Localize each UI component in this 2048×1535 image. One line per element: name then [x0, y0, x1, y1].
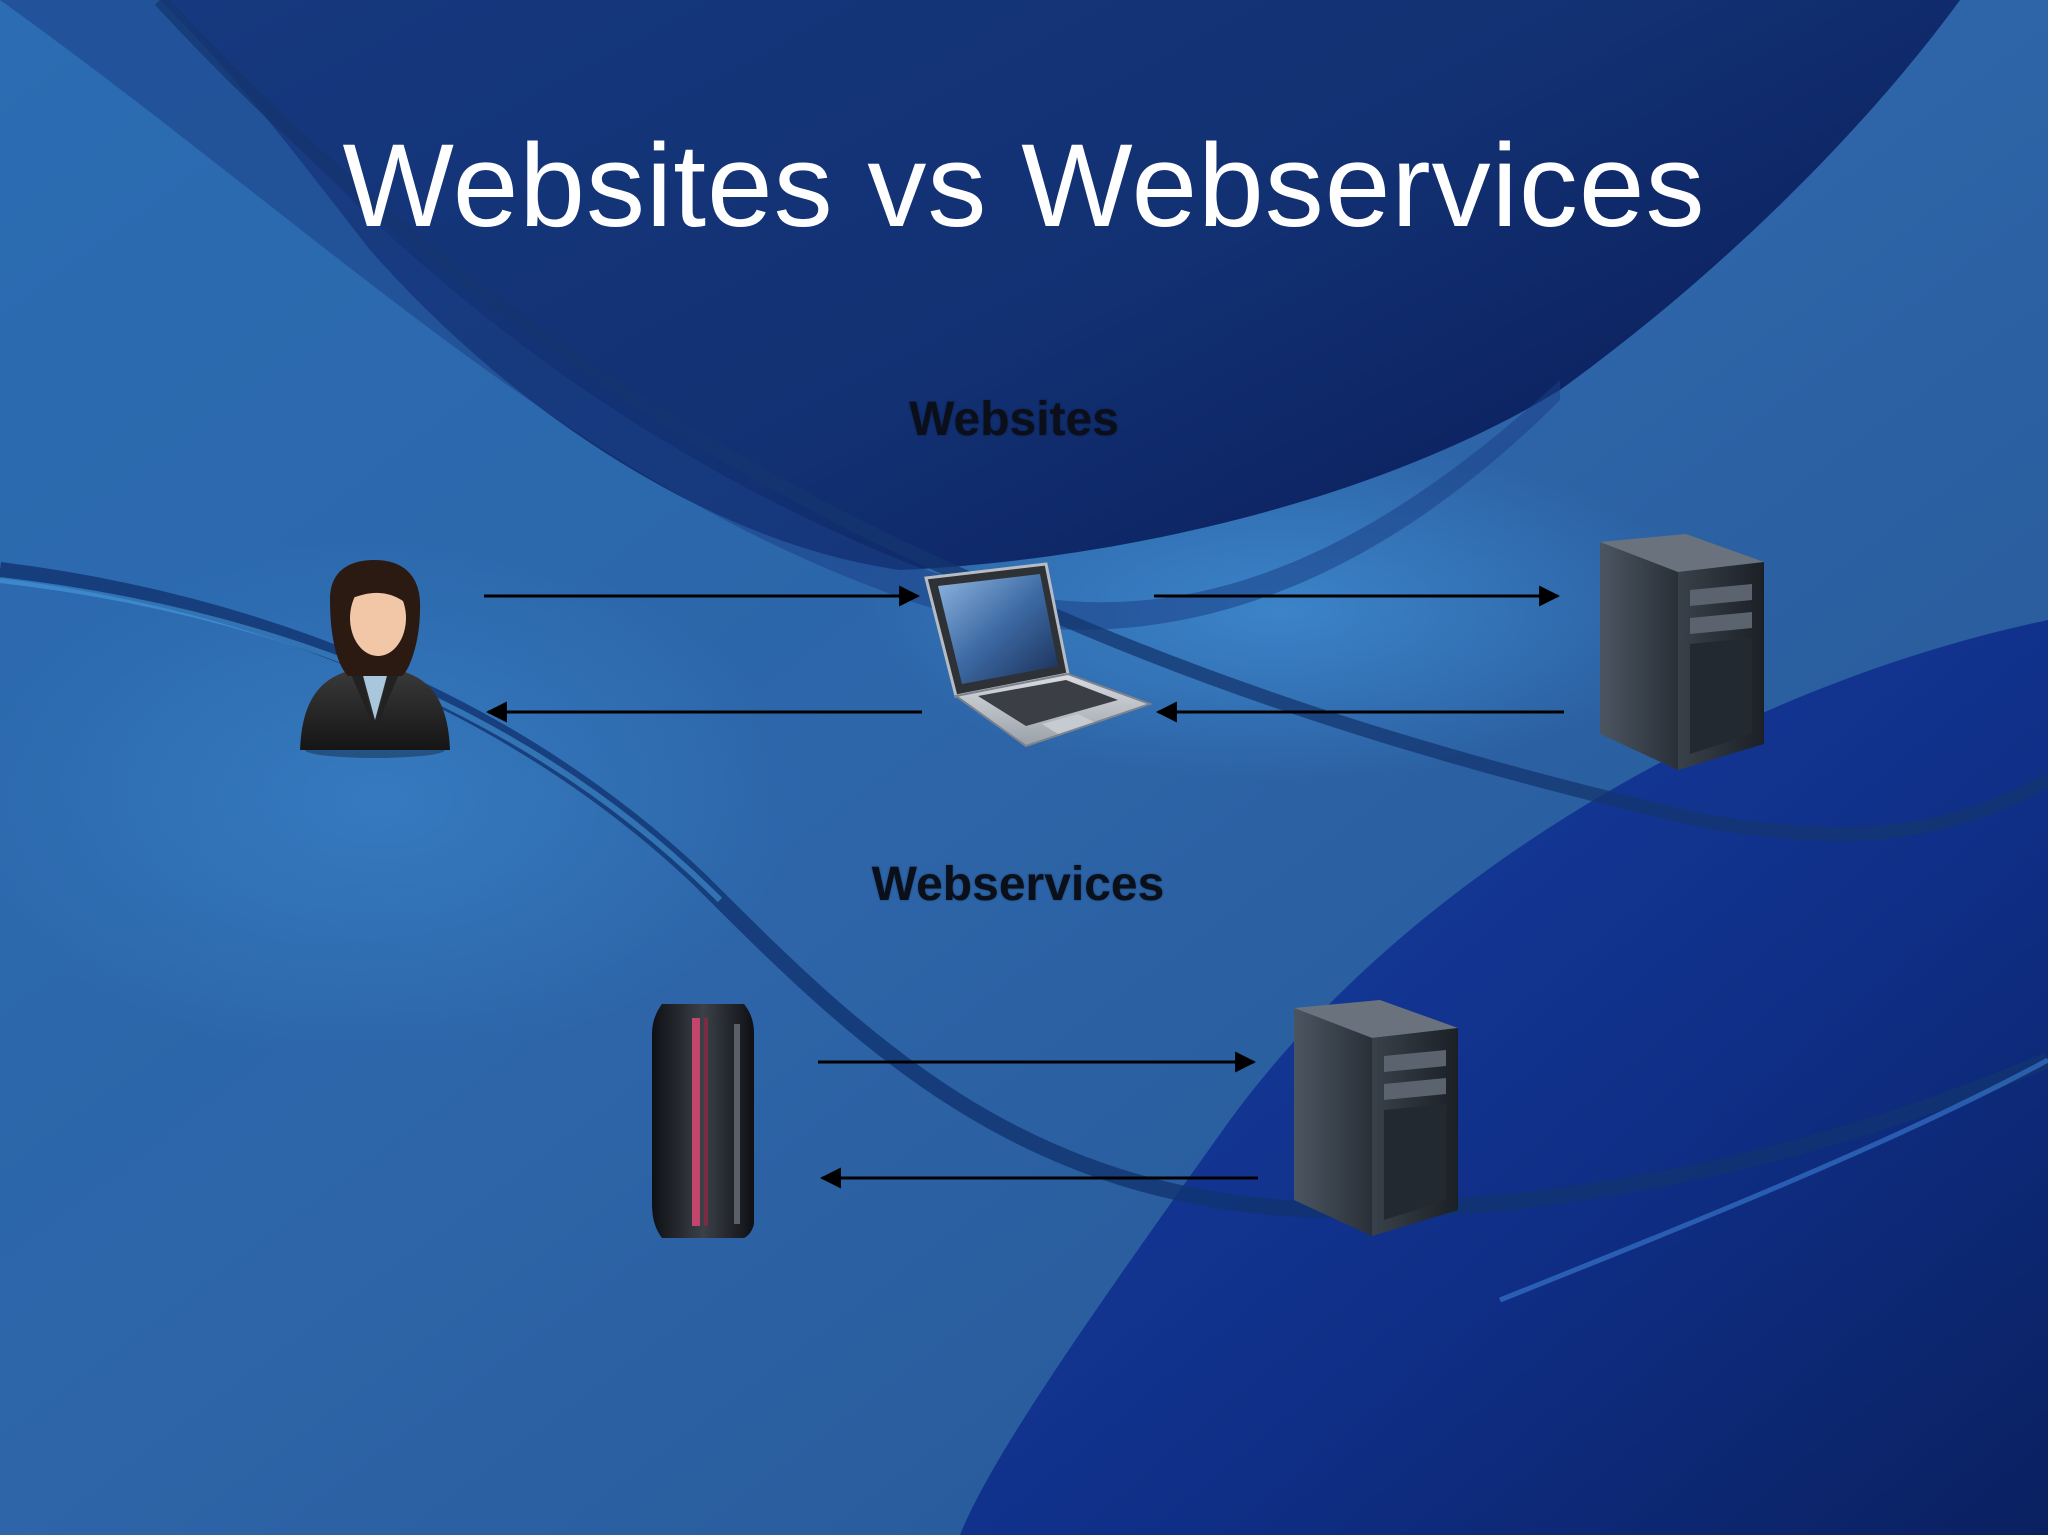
laptop-icon: [924, 562, 1154, 748]
tower-server-icon: [1600, 534, 1764, 770]
mainframe-rack-icon: [652, 1004, 754, 1238]
websites-label: Websites: [909, 393, 1119, 446]
tower-server-icon: [1294, 1000, 1458, 1236]
slide-title: Websites vs Webservices: [342, 120, 1706, 252]
businesswoman-avatar-icon: [300, 560, 450, 758]
webservices-label: Webservices: [871, 858, 1165, 911]
